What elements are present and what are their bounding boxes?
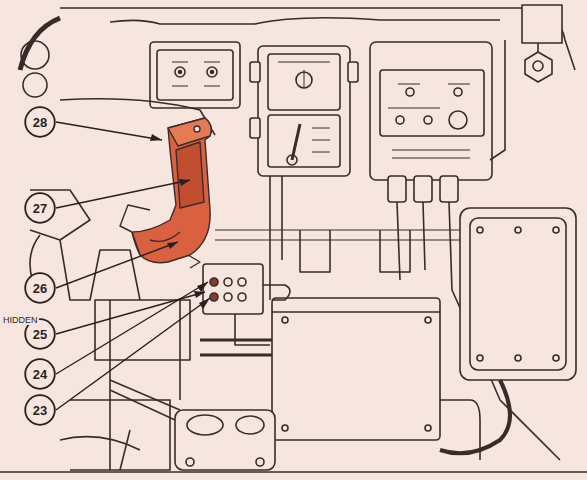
callout-circle: 27 xyxy=(24,192,56,224)
note-label: HIDDEN xyxy=(2,315,39,325)
callout-number: 28 xyxy=(33,115,47,130)
callout-number: 25 xyxy=(33,327,47,342)
callout-number: 24 xyxy=(33,367,47,382)
callout-number: 23 xyxy=(33,403,47,418)
callout-circle: 24 xyxy=(24,358,56,390)
callout-circle: 23 xyxy=(24,394,56,426)
callout-circle: 26 xyxy=(24,272,56,304)
callout-circle: 28 xyxy=(24,106,56,138)
callout-number: 26 xyxy=(33,281,47,296)
callout-number: 27 xyxy=(33,201,47,216)
